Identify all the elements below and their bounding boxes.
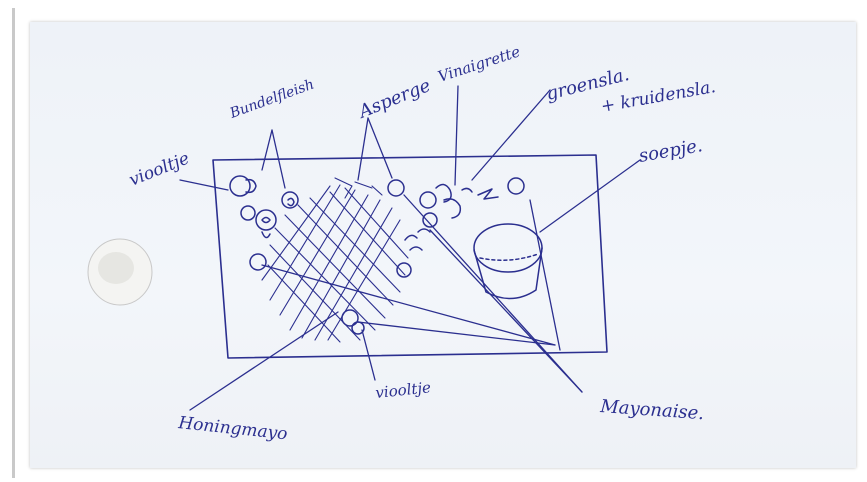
label-bundelfleish: Bundelfleish	[227, 77, 316, 123]
label-viooltje-bottom: viooltje	[375, 378, 432, 402]
label-vinaigrette: Vinaigrette	[436, 42, 523, 86]
label-asperge: Asperge	[354, 75, 433, 123]
label-viooltje-left: viooltje	[126, 148, 192, 190]
label-mayonaise: Mayonaise.	[599, 396, 705, 424]
asparagus-hatching	[261, 177, 409, 343]
frame-edge	[12, 8, 15, 478]
paper-sheet	[30, 22, 856, 468]
leader-lines	[179, 85, 641, 411]
plate-items	[229, 175, 525, 335]
soup-bowl	[473, 223, 543, 300]
label-soepje: soepje.	[637, 135, 704, 167]
label-honingmayo: Honingmayo	[176, 413, 288, 444]
tape-blob	[87, 238, 153, 306]
plate-outline	[212, 154, 608, 359]
